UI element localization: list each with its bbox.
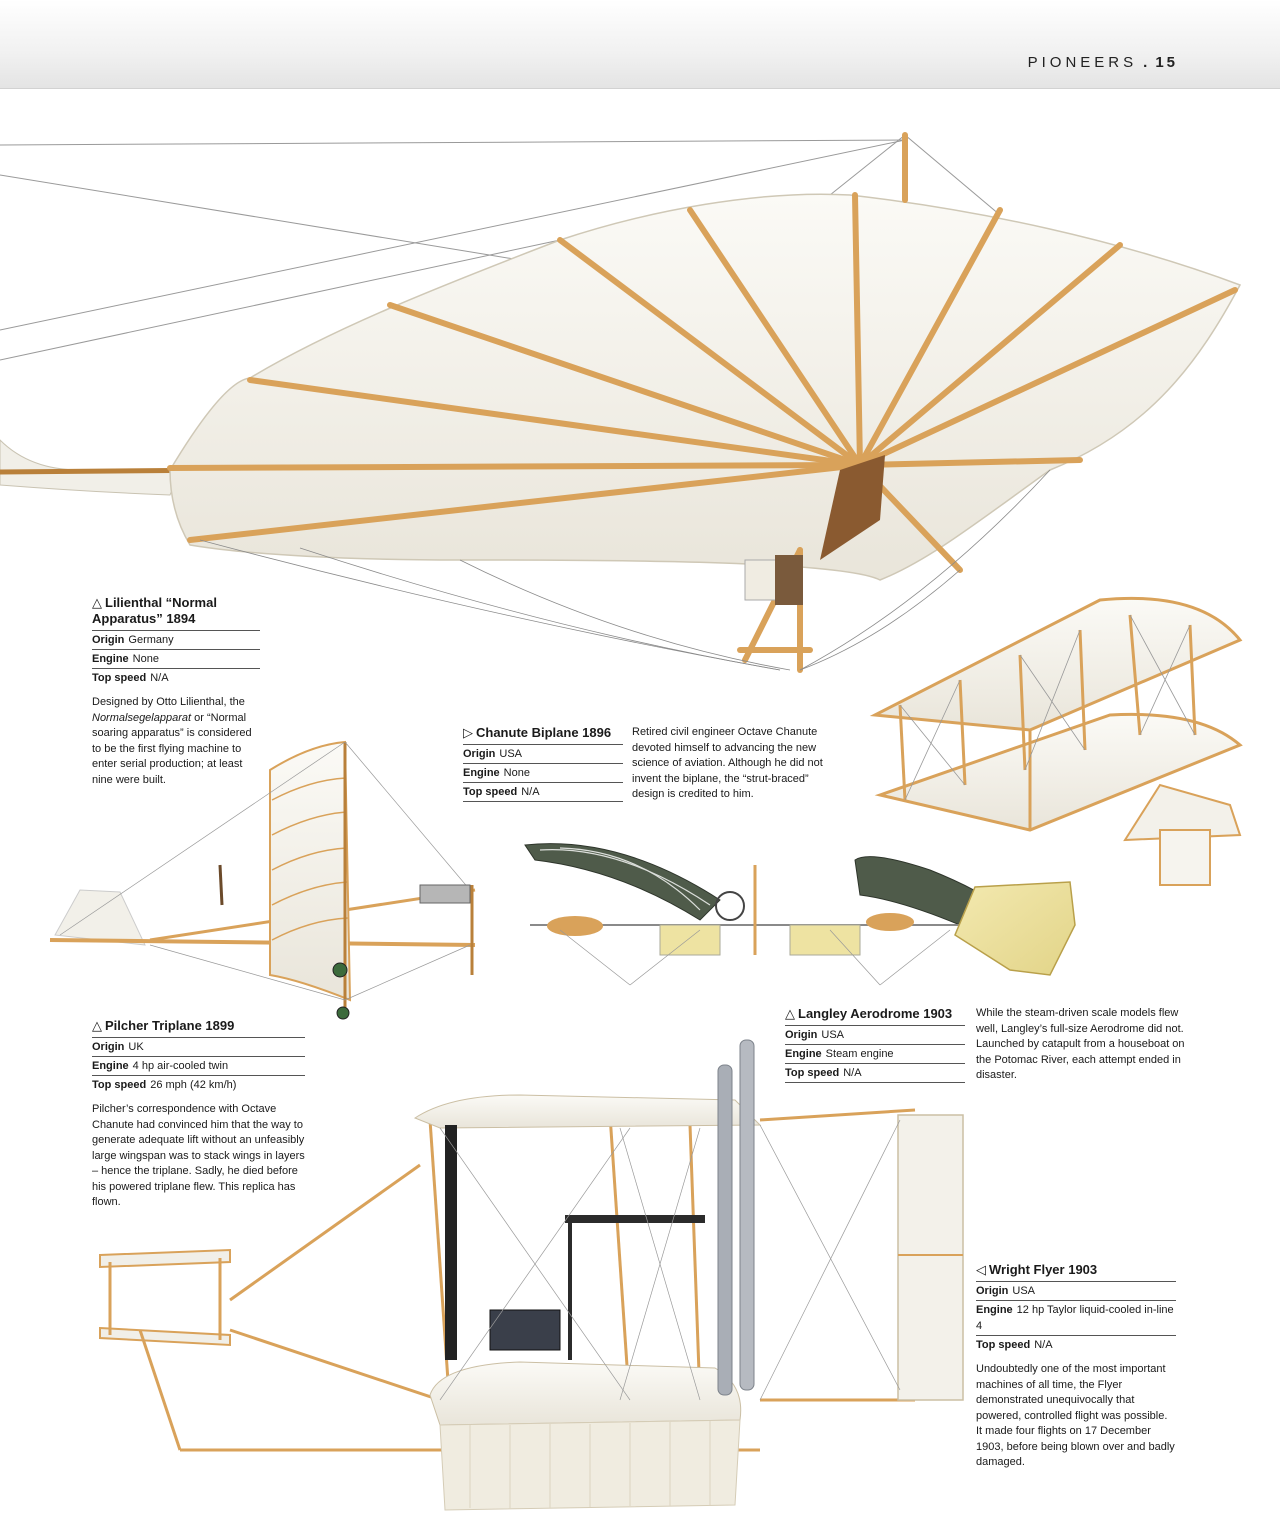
pilcher-description: Pilcher’s correspondence with Octave Cha… bbox=[92, 1103, 305, 1208]
section-separator: . bbox=[1143, 54, 1152, 71]
chanute-title: ▷Chanute Biplane 1896 bbox=[463, 725, 623, 741]
up-triangle-icon: △ bbox=[92, 595, 102, 610]
wright-title-text: Wright Flyer 1903 bbox=[989, 1262, 1098, 1277]
pilcher-triplane-illustration bbox=[49, 740, 476, 1020]
lilienthal-entry: △Lilienthal “Normal Apparatus” 1894 Orig… bbox=[92, 595, 260, 788]
running-head: PIONEERS.15 bbox=[1028, 54, 1178, 71]
lilienthal-description: Designed by Otto Lilienthal, the Normals… bbox=[92, 696, 252, 786]
chanute-biplane-illustration bbox=[869, 596, 1243, 886]
lilienthal-title: △Lilienthal “Normal Apparatus” 1894 bbox=[92, 595, 260, 627]
wright-flyer-illustration bbox=[99, 1039, 964, 1511]
page-number: 15 bbox=[1155, 54, 1178, 71]
langley-title-text: Langley Aerodrome 1903 bbox=[798, 1006, 953, 1021]
langley-description: While the steam-driven scale models flew… bbox=[976, 1007, 1185, 1081]
pilcher-title-text: Pilcher Triplane 1899 bbox=[105, 1018, 235, 1033]
wright-title: ◁Wright Flyer 1903 bbox=[976, 1262, 1176, 1278]
left-triangle-icon: ◁ bbox=[976, 1262, 986, 1277]
section-title: PIONEERS bbox=[1027, 54, 1138, 71]
langley-aerodrome-illustration bbox=[524, 843, 1076, 986]
langley-description-block: While the steam-driven scale models flew… bbox=[976, 1006, 1186, 1084]
page-header-band bbox=[0, 0, 1280, 89]
right-triangle-icon: ▷ bbox=[463, 725, 473, 740]
chanute-title-text: Chanute Biplane 1896 bbox=[476, 725, 612, 740]
lilienthal-glider-illustration bbox=[0, 132, 1242, 673]
lilienthal-title-text: Lilienthal “Normal Apparatus” 1894 bbox=[92, 595, 217, 626]
langley-title: △Langley Aerodrome 1903 bbox=[785, 1006, 965, 1022]
pilcher-title: △Pilcher Triplane 1899 bbox=[92, 1018, 305, 1034]
up-triangle-icon: △ bbox=[785, 1006, 795, 1021]
up-triangle-icon: △ bbox=[92, 1018, 102, 1033]
chanute-description: Retired civil engineer Octave Chanute de… bbox=[632, 726, 823, 800]
chanute-description-block: Retired civil engineer Octave Chanute de… bbox=[632, 725, 842, 803]
wright-description: Undoubtedly one of the most important ma… bbox=[976, 1363, 1175, 1468]
